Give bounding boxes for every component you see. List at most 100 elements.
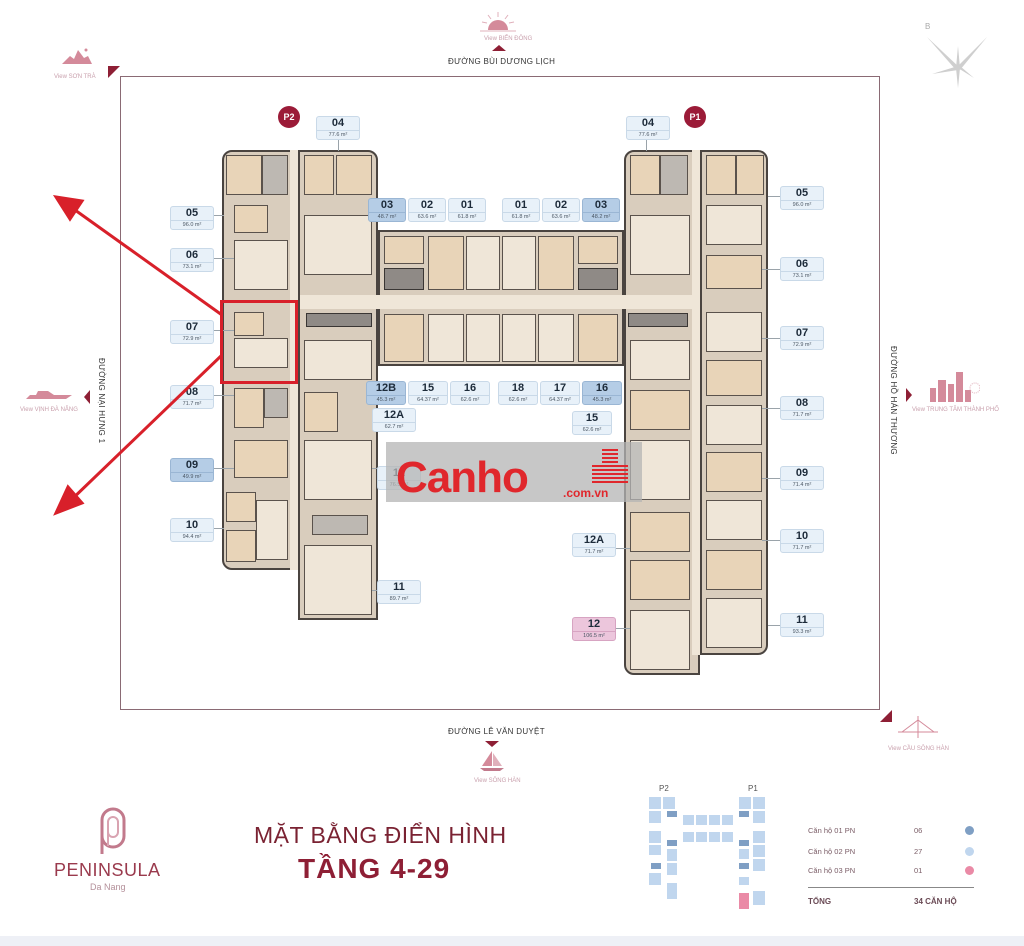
sailboat-icon [480,751,504,771]
unit-area: 63.6 m² [409,212,445,221]
unit-area: 61.8 m² [503,212,539,221]
mini-unit [648,796,662,810]
unit-number: 08 [185,386,199,398]
unit-number: 06 [185,249,199,261]
leader-line [210,258,234,259]
unit-area: 71.4 m² [781,480,823,489]
room [578,236,618,264]
legend-label: Căn hộ 01 PN [808,826,856,835]
room [630,340,690,380]
leader-line [762,408,780,409]
mini-unit [648,844,662,856]
unit-area: 72.9 m² [171,334,213,343]
mini-unit [682,814,695,826]
room [264,388,288,418]
leader-line [372,590,378,591]
corridor-p1 [692,150,700,655]
compass-rose-icon [927,37,987,88]
mountain-icon [62,48,92,64]
mini-unit [695,814,708,826]
highlighted-unit-frame [220,300,298,384]
room [262,155,288,195]
room [226,492,256,522]
site-boundary [120,76,880,710]
leader-line [768,625,780,626]
room [234,312,264,336]
mini-unit [648,810,662,824]
unit-area: 73.1 m² [781,271,823,280]
room [428,236,464,290]
leader-line [612,548,630,549]
room [234,440,288,478]
room [466,314,500,362]
mini-unit [666,839,678,847]
room [256,500,288,560]
unit-area: 106.5 m² [573,631,615,640]
watermark-brand: Canho [396,453,529,502]
mini-unit [721,831,734,843]
elevator [306,313,372,327]
mini-unit [738,796,752,810]
bridge-icon [898,716,938,738]
room [234,205,268,233]
mini-unit [752,810,766,824]
leader-line [762,338,780,339]
unit-number: 12A [383,409,405,421]
view-label-west: View VỊNH ĐÀ NẴNG [20,407,78,413]
legend-count: 01 [914,866,923,875]
room [304,340,372,380]
unit-area: 96.0 m² [171,220,213,229]
watermark-background [386,442,642,502]
leader-line [372,468,378,469]
street-north: ĐƯỜNG BÙI DƯƠNG LỊCH [448,57,556,66]
tower-badge-p2: P2 [278,106,300,128]
room [706,155,736,195]
legend-total-value: 34 CĂN HỘ [914,897,957,906]
peninsula-logo-icon [100,807,126,854]
mini-unit [752,844,766,858]
mini-unit [695,831,708,843]
unit-number: 04 [641,117,655,129]
unit-area: 64.37 m² [409,395,447,404]
room [706,205,762,245]
unit-number: 09 [185,459,199,471]
street-south: ĐƯỜNG LÊ VĂN DUYỆT [448,727,545,736]
tower-badge-p1: P1 [684,106,706,128]
room [736,155,764,195]
city-skyline-icon [930,372,980,402]
compass-label: B [925,22,931,31]
watermark-domain: .com.vn [563,486,609,500]
legend-count: 06 [914,826,923,835]
